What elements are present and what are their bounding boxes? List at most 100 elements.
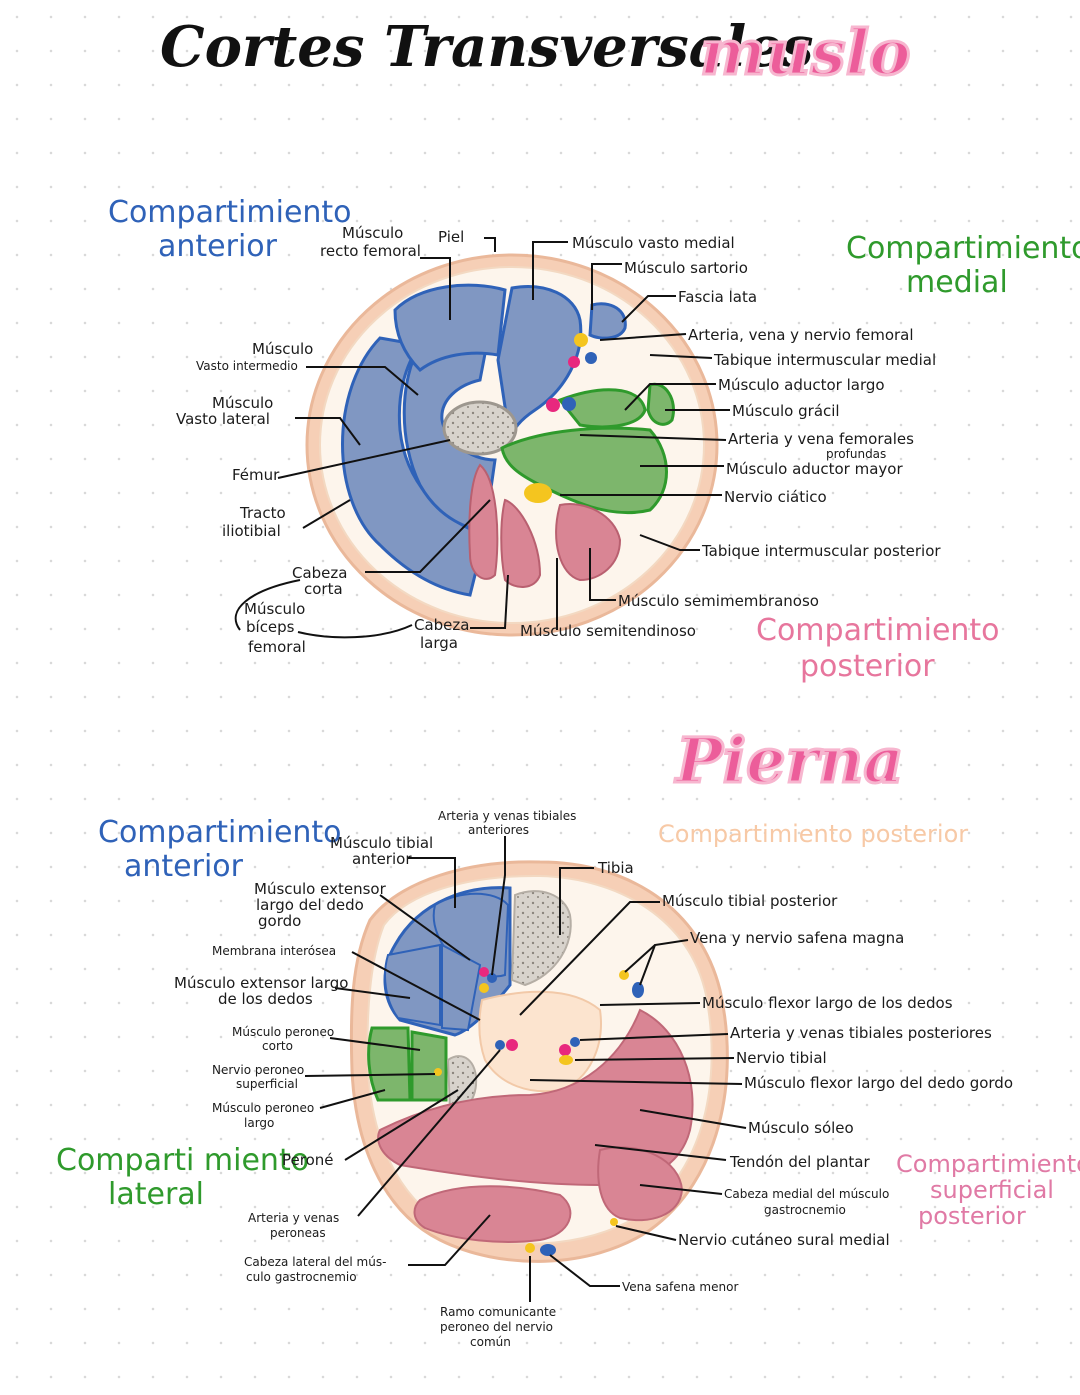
label-sural: Nervio cutáneo sural medial xyxy=(678,1231,890,1249)
label-recto-1: Músculo xyxy=(342,224,403,242)
thigh-comp-posterior-1: Compartimiento xyxy=(756,613,1000,648)
adductor-magnus xyxy=(500,426,668,515)
sartorius xyxy=(588,302,627,340)
peroneal-vein xyxy=(495,1040,505,1050)
label-piel: Piel xyxy=(438,228,464,246)
small-saphenous-vein xyxy=(540,1244,556,1256)
semitendinosus xyxy=(500,498,542,588)
leg-title: Pierna xyxy=(674,724,904,797)
label-ext-dedos-2: de los dedos xyxy=(218,990,313,1008)
label-arteria-femoral: Arteria, vena y nervio femoral xyxy=(688,326,914,344)
label-tracto-1: Tracto xyxy=(239,504,286,522)
deep-peroneal-nerve xyxy=(479,983,489,993)
label-aductor-largo: Músculo aductor largo xyxy=(718,376,885,394)
label-gastro-lateral-1: Cabeza lateral del mús- xyxy=(244,1255,386,1269)
label-gracil: Músculo grácil xyxy=(732,402,840,420)
thigh-comp-anterior-1: Compartimiento xyxy=(108,195,352,230)
label-recto-2: recto femoral xyxy=(320,242,421,260)
label-flexor-dedos: Músculo flexor largo de los dedos xyxy=(702,994,953,1012)
label-ramo-1: Ramo comunicante xyxy=(440,1305,556,1319)
peroneal-artery xyxy=(506,1039,518,1051)
deep-femoral-artery xyxy=(546,398,560,412)
label-arterias-ant-1: Arteria y venas tibiales xyxy=(438,809,576,823)
femoral-nerve xyxy=(574,333,588,347)
leg-labels: Compartimiento anterior Compartimiento p… xyxy=(56,809,1080,1349)
label-vasto-intermedio-2: Vasto intermedio xyxy=(196,359,298,373)
label-tibial-ant-1: Músculo tibial xyxy=(330,834,433,852)
thigh-leaders xyxy=(234,237,730,639)
label-gastro-medial-2: gastrocnemio xyxy=(764,1203,846,1217)
gastrocnemius-lateral xyxy=(413,1185,572,1243)
label-profundas-1: Arteria y vena femorales xyxy=(728,430,914,448)
leg-comp-lateral-2: lateral xyxy=(108,1177,204,1212)
label-arterias-ant-2: anteriores xyxy=(468,823,529,837)
label-gastro-lateral-2: culo gastrocnemio xyxy=(246,1270,357,1284)
gastrocnemius-medial xyxy=(597,1146,684,1222)
label-vasto-intermedio-1: Músculo xyxy=(252,340,313,358)
label-vasto-medial: Músculo vasto medial xyxy=(572,234,735,252)
thigh-comp-posterior-2: posterior xyxy=(800,649,935,684)
label-tabique-posterior: Tabique intermuscular posterior xyxy=(701,542,941,560)
leg-comp-anterior-2: anterior xyxy=(124,849,244,884)
label-biceps-1: Músculo xyxy=(244,600,305,618)
superficial-peroneal-nerve xyxy=(434,1068,442,1076)
femur xyxy=(442,400,518,456)
label-cabeza-corta-2: corta xyxy=(304,580,343,598)
label-peroneo-corto-2: corto xyxy=(262,1039,293,1053)
great-saphenous-vein xyxy=(632,982,644,998)
label-nervio-tibial: Nervio tibial xyxy=(736,1049,827,1067)
label-tibial-ant-2: anterior xyxy=(352,850,412,868)
sciatic-nerve xyxy=(524,483,552,503)
label-tabique-medial: Tabique intermuscular medial xyxy=(713,351,936,369)
label-aductor-mayor: Músculo aductor mayor xyxy=(726,460,903,478)
label-fascia: Fascia lata xyxy=(678,288,757,306)
label-ext-gordo-1: Músculo extensor xyxy=(254,880,387,898)
thigh-title: muslo xyxy=(700,16,911,89)
rectus-femoris xyxy=(393,283,507,372)
label-safena-menor: Vena safena menor xyxy=(622,1280,738,1294)
anterior-tibial-vein xyxy=(487,973,497,983)
thigh-comp-anterior-2: anterior xyxy=(158,229,278,264)
semimembranosus xyxy=(555,503,622,582)
label-peroneo-corto-1: Músculo peroneo xyxy=(232,1025,334,1039)
leg-comp-sup-post-2: superficial xyxy=(930,1176,1054,1204)
leg-comp-anterior-1: Compartimiento xyxy=(98,815,342,850)
label-vasto-lateral-2: Vasto lateral xyxy=(176,410,270,428)
label-plantar: Tendón del plantar xyxy=(729,1153,870,1171)
label-femur: Fémur xyxy=(232,466,280,484)
label-ext-gordo-2: largo del dedo xyxy=(256,896,364,914)
tibial-nerve xyxy=(559,1055,573,1065)
vastus-lateralis xyxy=(341,336,487,597)
biceps-long-head xyxy=(468,463,499,580)
label-biceps-3: femoral xyxy=(248,638,306,656)
leg-leaders xyxy=(304,836,747,1302)
label-ramo-3: común xyxy=(470,1335,511,1349)
label-sartorio: Músculo sartorio xyxy=(624,259,748,277)
label-semimembranoso: Músculo semimembranoso xyxy=(618,592,819,610)
anterior-tibial-artery xyxy=(479,967,489,977)
thigh-comp-medial-2: medial xyxy=(906,265,1008,300)
label-ciatico: Nervio ciático xyxy=(724,488,827,506)
posterior-tibial-vein xyxy=(570,1037,580,1047)
label-cabeza-larga-1: Cabeza xyxy=(414,616,469,634)
tibia xyxy=(510,890,572,987)
leg-comp-sup-post-1: Compartimiento xyxy=(896,1150,1080,1178)
label-ext-dedos-1: Músculo extensor largo xyxy=(174,974,348,992)
label-tracto-2: iliotibial xyxy=(222,522,281,540)
label-membrana: Membrana interósea xyxy=(212,944,336,958)
label-perone: Peroné xyxy=(282,1151,334,1169)
peroneus-longus xyxy=(367,1026,412,1102)
label-flexor-gordo: Músculo flexor largo del dedo gordo xyxy=(744,1074,1013,1092)
label-cabeza-corta-1: Cabeza xyxy=(292,564,347,582)
label-ramo-2: peroneo del nervio xyxy=(440,1320,553,1334)
femoral-artery xyxy=(568,356,580,368)
label-biceps-2: bíceps xyxy=(246,618,295,636)
communicating-branch xyxy=(525,1243,535,1253)
leg-comp-posterior: Compartimiento posterior xyxy=(658,820,968,848)
label-soleo: Músculo sóleo xyxy=(748,1119,854,1137)
label-gastro-medial-1: Cabeza medial del músculo xyxy=(724,1187,889,1201)
thigh-comp-medial-1: Compartimiento xyxy=(846,231,1080,266)
thigh-labels: Compartimiento anterior Compartimiento m… xyxy=(108,195,1080,684)
label-semitendinoso: Músculo semitendinoso xyxy=(520,622,696,640)
